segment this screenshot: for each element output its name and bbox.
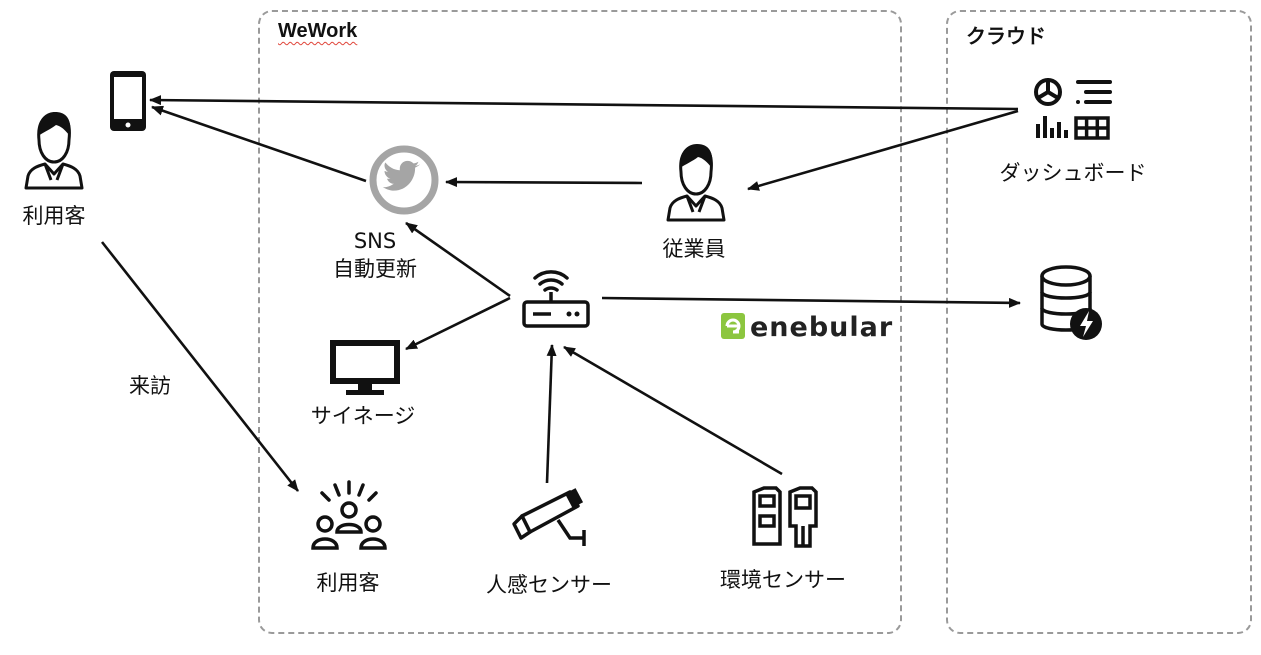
- enebular-text: enebular: [750, 312, 894, 343]
- wifi-router-icon: [522, 270, 590, 328]
- cloud-group: [946, 10, 1252, 634]
- arrow-router-to-signage: [405, 296, 511, 351]
- cloud-group-title: クラウド: [966, 26, 1046, 48]
- enebular-logo: enebular: [720, 312, 893, 343]
- arrow-camera-to-router: [545, 344, 557, 484]
- crowd-icon: [311, 480, 387, 550]
- twitter-icon: [369, 145, 439, 215]
- smartphone-icon: [110, 71, 146, 131]
- employee-label: 従業員: [662, 237, 726, 261]
- customer-top-label: 利用客: [22, 204, 86, 228]
- arrow-router-to-database: [601, 296, 1021, 308]
- sns-label-line2: 自動更新: [333, 257, 417, 281]
- visit-label: 来訪: [129, 374, 171, 398]
- arrow-sns-to-phone: [151, 105, 367, 183]
- arrow-dashboard-to-employee: [747, 109, 1019, 191]
- env-sensor-label: 環境センサー: [720, 568, 846, 592]
- sns-label-line1: SNS: [353, 229, 397, 253]
- database-icon: [1040, 265, 1102, 340]
- environment-sensor-icon: [752, 486, 818, 548]
- arrow-dashboard-to-phone: [149, 95, 1019, 111]
- security-camera-icon: [512, 488, 586, 546]
- arrow-visit: [100, 241, 300, 492]
- motion-sensor-label: 人感センサー: [486, 573, 612, 597]
- person-icon: [666, 144, 726, 222]
- person-icon: [24, 112, 84, 190]
- signage-label: サイネージ: [310, 404, 416, 428]
- wework-group-title: WeWork: [278, 20, 358, 42]
- arrow-employee-to-sns: [445, 177, 643, 188]
- wework-group: [258, 10, 902, 634]
- arrow-router-to-sns: [405, 221, 511, 298]
- monitor-icon: [330, 340, 400, 395]
- enebular-logo-mark: [721, 313, 745, 339]
- dashboard-icon: [1034, 78, 1112, 140]
- customers-bottom-label: 利用客: [316, 571, 380, 595]
- dashboard-label: ダッシュボード: [999, 161, 1147, 185]
- arrow-envsensor-to-router: [563, 345, 783, 476]
